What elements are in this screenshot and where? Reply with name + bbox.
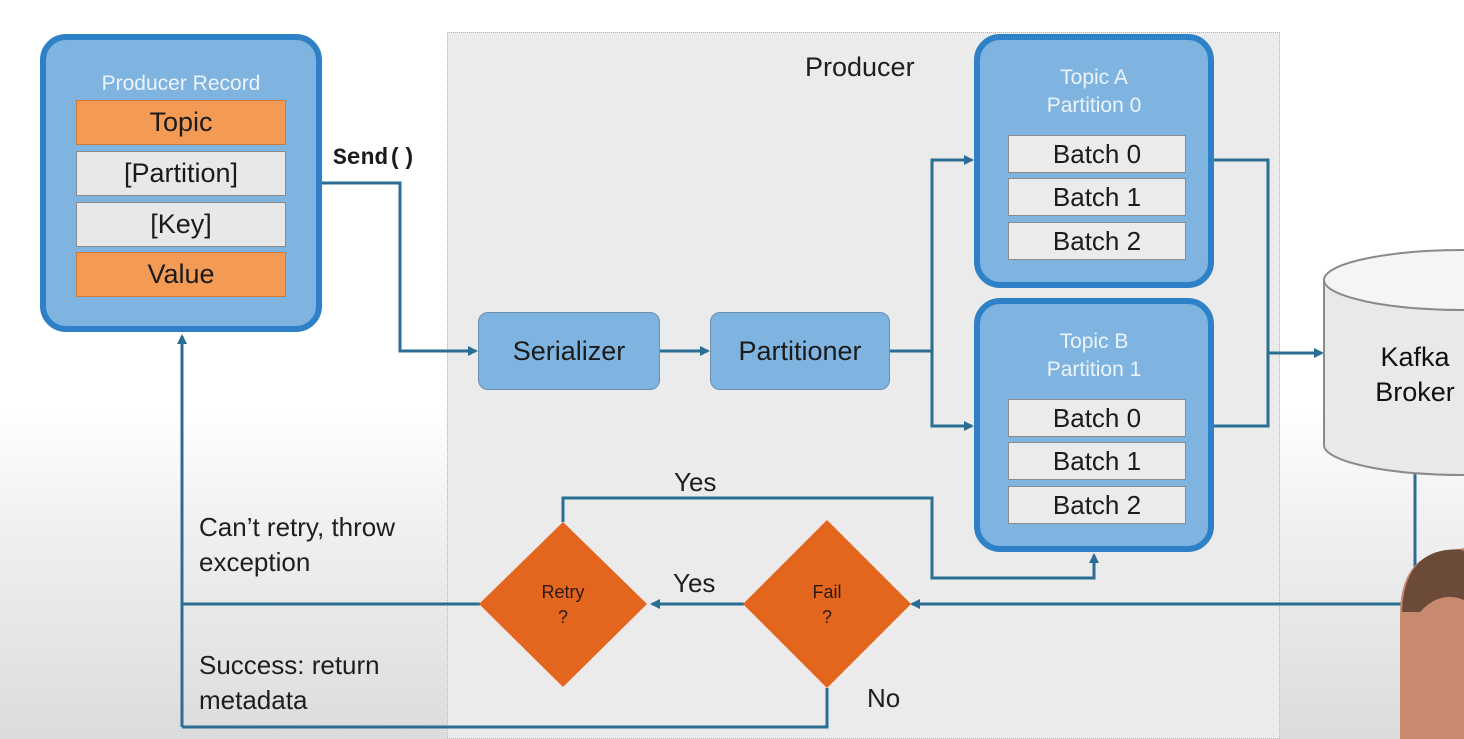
- success-line1: Success: return: [199, 650, 380, 680]
- line-topic-a-out: [1214, 158, 1270, 428]
- topic-b-batch-1: Batch 1: [1008, 442, 1186, 480]
- field-topic: Topic: [76, 100, 286, 145]
- topic-a-batch-0: Batch 0: [1008, 135, 1186, 173]
- partitioner-label: Partitioner: [738, 336, 862, 366]
- topic-a-title: Topic A: [1060, 66, 1128, 89]
- broker-line1: Kafka: [1380, 342, 1450, 372]
- producer-record-title: Producer Record: [101, 72, 261, 95]
- kafka-broker-label: Kafka Broker: [1355, 340, 1464, 410]
- edge-label-yes-top: Yes: [674, 467, 717, 497]
- topic-b-batch-2: Batch 2: [1008, 486, 1186, 524]
- cant-retry-note: Can’t retry, throw exception: [199, 510, 395, 580]
- field-value: Value: [76, 252, 286, 297]
- fail-line2: ?: [821, 607, 832, 627]
- topic-a-partition-0: Topic A Partition 0 Batch 0 Batch 1 Batc…: [974, 34, 1214, 288]
- line-success: [182, 688, 829, 729]
- topic-b-partition: Partition 1: [1046, 358, 1142, 381]
- broker-line2: Broker: [1375, 377, 1455, 407]
- fail-line1: Fail: [812, 582, 842, 602]
- topic-b-batch-0: Batch 0: [1008, 399, 1186, 437]
- arrow-retry-yes: [561, 496, 1099, 580]
- retry-diamond: [479, 522, 647, 687]
- topic-a-batch-2: Batch 2: [1008, 222, 1186, 260]
- producer-title: Producer: [805, 52, 915, 82]
- send-label: Send(): [333, 145, 416, 171]
- presenter-figure: [1400, 548, 1464, 739]
- arrow-to-topic-b: [930, 351, 974, 431]
- retry-line2: ?: [557, 607, 568, 627]
- topic-b-partition-1: Topic B Partition 1 Batch 0 Batch 1 Batc…: [974, 298, 1214, 552]
- fail-diamond: [743, 520, 911, 688]
- topic-a-batch-1: Batch 1: [1008, 178, 1186, 216]
- arrow-to-topic-a: [930, 155, 974, 351]
- success-note: Success: return metadata: [199, 648, 380, 718]
- field-partition: [Partition]: [76, 151, 286, 196]
- retry-label: Retry ?: [523, 580, 603, 630]
- cant-retry-line1: Can’t retry, throw: [199, 512, 396, 542]
- producer-record: Producer Record Topic [Partition] [Key] …: [40, 34, 322, 332]
- retry-line1: Retry: [541, 582, 585, 602]
- cant-retry-line2: exception: [199, 547, 311, 577]
- topic-a-partition: Partition 0: [1046, 94, 1142, 117]
- edge-label-no: No: [867, 683, 901, 713]
- partitioner-step: Partitioner: [710, 312, 890, 390]
- serializer-label: Serializer: [512, 336, 626, 366]
- serializer-step: Serializer: [478, 312, 660, 390]
- edge-label-yes-mid: Yes: [673, 568, 716, 598]
- broker-cylinder: [1323, 249, 1464, 476]
- fail-label: Fail ?: [787, 580, 867, 630]
- success-line2: metadata: [199, 685, 308, 715]
- field-key: [Key]: [76, 202, 286, 247]
- arrow-broker-to-fail: [910, 474, 1417, 609]
- topic-b-title: Topic B: [1059, 330, 1129, 353]
- arrow-send: [322, 181, 478, 356]
